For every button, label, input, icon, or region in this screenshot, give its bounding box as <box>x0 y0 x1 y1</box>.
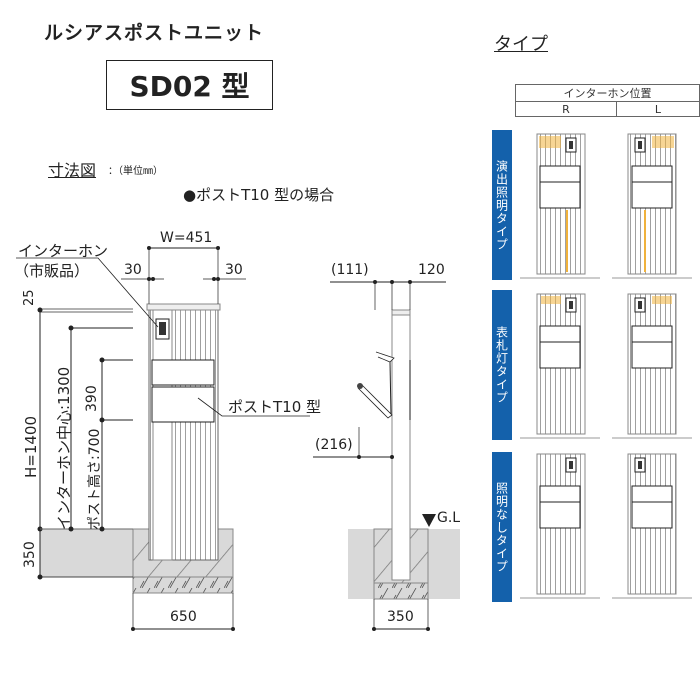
post-projection-dimension: (216) <box>315 437 353 453</box>
left-offset-dimension: 30 <box>124 262 142 278</box>
type-label-accent-lighting: 演出照明タイプ <box>492 130 512 280</box>
side-offset-dimension: (111) <box>331 262 369 278</box>
thumb-accent-l <box>612 133 692 279</box>
side-foundation-width-dimension: 350 <box>387 609 414 625</box>
front-view <box>16 246 310 631</box>
intercom-center-dimension: インターホン中心:1300 <box>55 366 73 530</box>
post-slot-dimension: 390 <box>84 385 100 412</box>
unit-note: ：（単位㎜） <box>108 166 163 177</box>
series-title: ルシアスポストユニット <box>44 22 265 44</box>
intercom-label: インターホン <box>18 242 109 260</box>
types-title: タイプ <box>494 34 548 55</box>
side-view <box>313 280 460 631</box>
type-label-nameplate-light: 表札灯タイプ <box>492 290 512 440</box>
ground-level-label: G.L <box>437 510 461 526</box>
cap-dimension: 25 <box>22 289 37 306</box>
foundation-width-dimension: 650 <box>170 609 197 625</box>
intercom-commercial-label: （市販品） <box>14 262 90 280</box>
type-thumbnails <box>520 133 692 599</box>
thumb-nameplate-l <box>612 293 692 439</box>
thumb-none-l <box>612 453 692 599</box>
height-dimension: H=1400 <box>22 415 40 478</box>
dimension-title: 寸法図 <box>48 161 97 180</box>
intercom-position-table: インターホン位置 R L <box>515 84 700 117</box>
type-label-no-lighting: 照明なしタイプ <box>492 452 512 602</box>
post-model-label: ポストT10 型 <box>228 398 322 416</box>
width-dimension: W=451 <box>160 230 213 246</box>
thumb-accent-r <box>520 133 600 279</box>
foundation-depth-dimension: 350 <box>22 541 38 568</box>
case-note: ●ポストT10 型の場合 <box>183 186 335 204</box>
thumb-nameplate-r <box>520 293 600 439</box>
position-l: L <box>615 101 700 117</box>
right-offset-dimension: 30 <box>225 262 243 278</box>
model-badge: SD02 型 <box>106 60 273 110</box>
side-depth-dimension: 120 <box>418 262 445 278</box>
thumb-none-r <box>520 453 600 599</box>
post-height-dimension: ポスト高さ:700 <box>87 428 103 530</box>
